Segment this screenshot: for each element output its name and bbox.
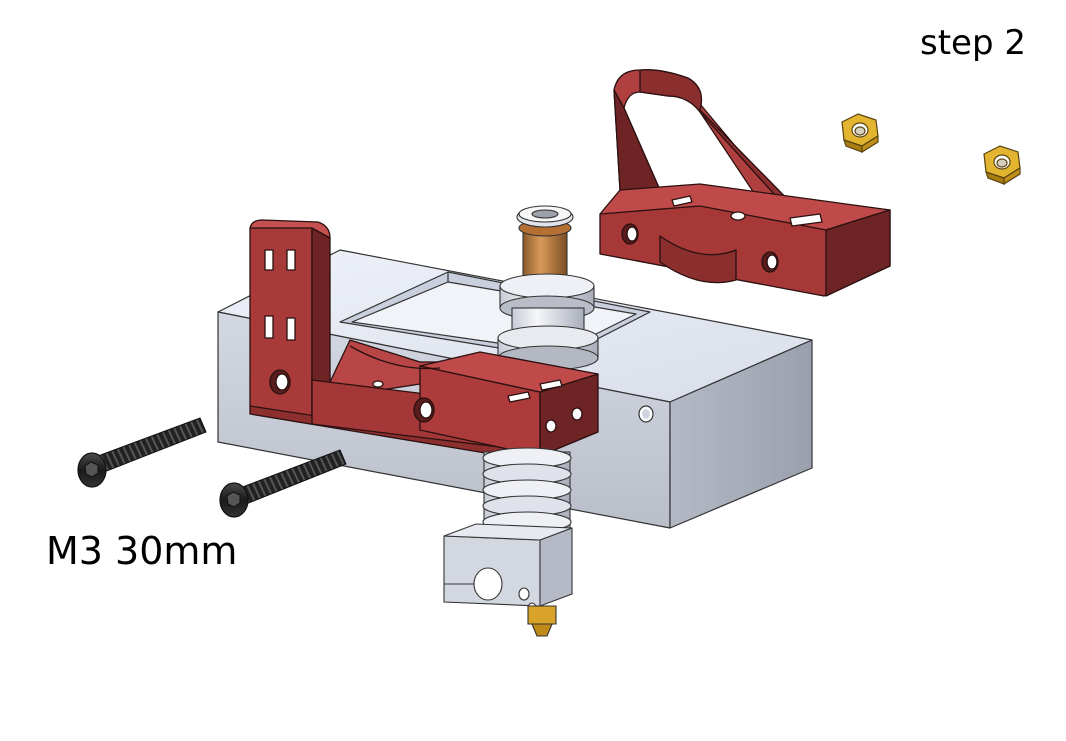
red-clamp-right: [599, 69, 891, 297]
red-bracket-left: [249, 219, 599, 463]
hotend-lower: [443, 447, 573, 637]
m3-screw: [219, 449, 347, 518]
hotend-upper: [497, 205, 599, 371]
step-label: step 2: [920, 23, 1026, 63]
hex-nut: [841, 113, 879, 154]
screw-size-label: M3 30mm: [46, 529, 238, 573]
m3-screw: [77, 417, 207, 488]
hex-nut: [983, 145, 1021, 186]
